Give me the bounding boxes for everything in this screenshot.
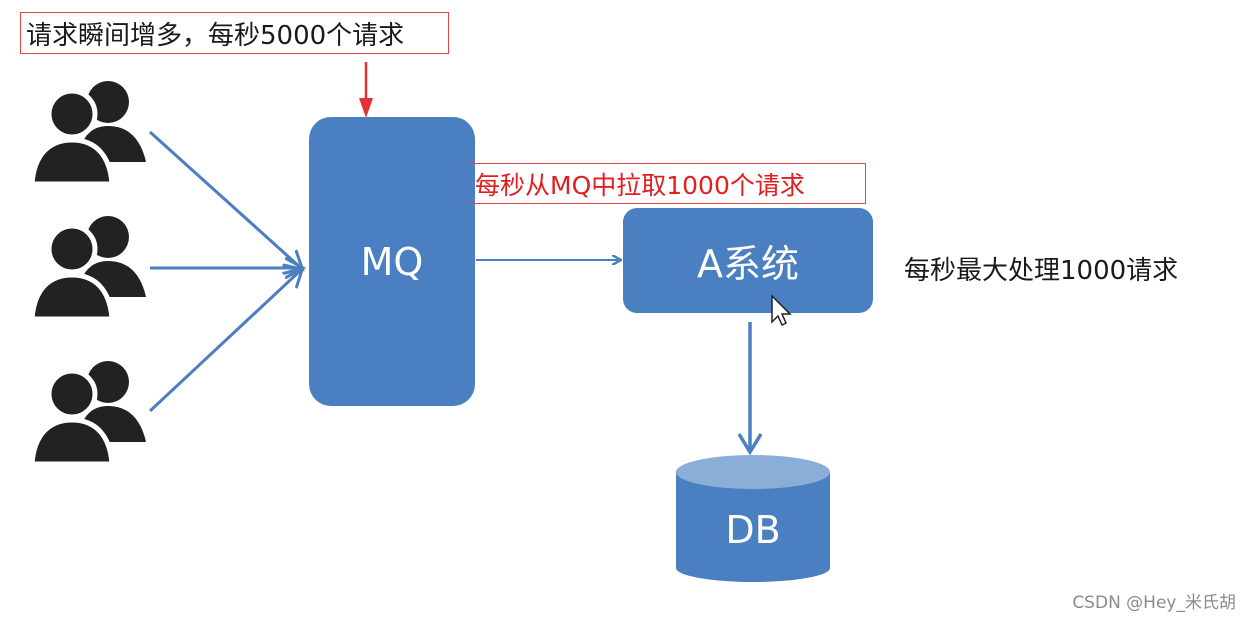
system-a-to-db-arrowhead [737,433,763,456]
pull-callout-text: 每秒从MQ中拉取1000个请求 [475,170,805,200]
db-cylinder [676,455,830,582]
user-group-icon [29,361,146,467]
db-label: DB [725,508,781,552]
user-group-icon [29,216,146,322]
burst-callout: 请求瞬间增多，每秒5000个请求 [20,12,449,54]
system-a-box [623,208,873,313]
pull-callout: 每秒从MQ中拉取1000个请求 [469,163,866,204]
mouse-cursor-icon [771,294,792,327]
users-to-mq-arrow [148,270,301,413]
system-a-label: A系统 [697,242,799,286]
mq-label: MQ [360,239,424,284]
red-down-arrow [359,62,373,118]
user-group-icon [29,81,146,187]
capacity-note: 每秒最大处理1000请求 [904,256,1179,286]
users-to-mq-arrow [148,130,301,268]
burst-callout-text: 请求瞬间增多，每秒5000个请求 [26,20,405,51]
mq-box [309,117,475,406]
watermark: CSDN @Hey_米氏胡 [1072,593,1236,613]
